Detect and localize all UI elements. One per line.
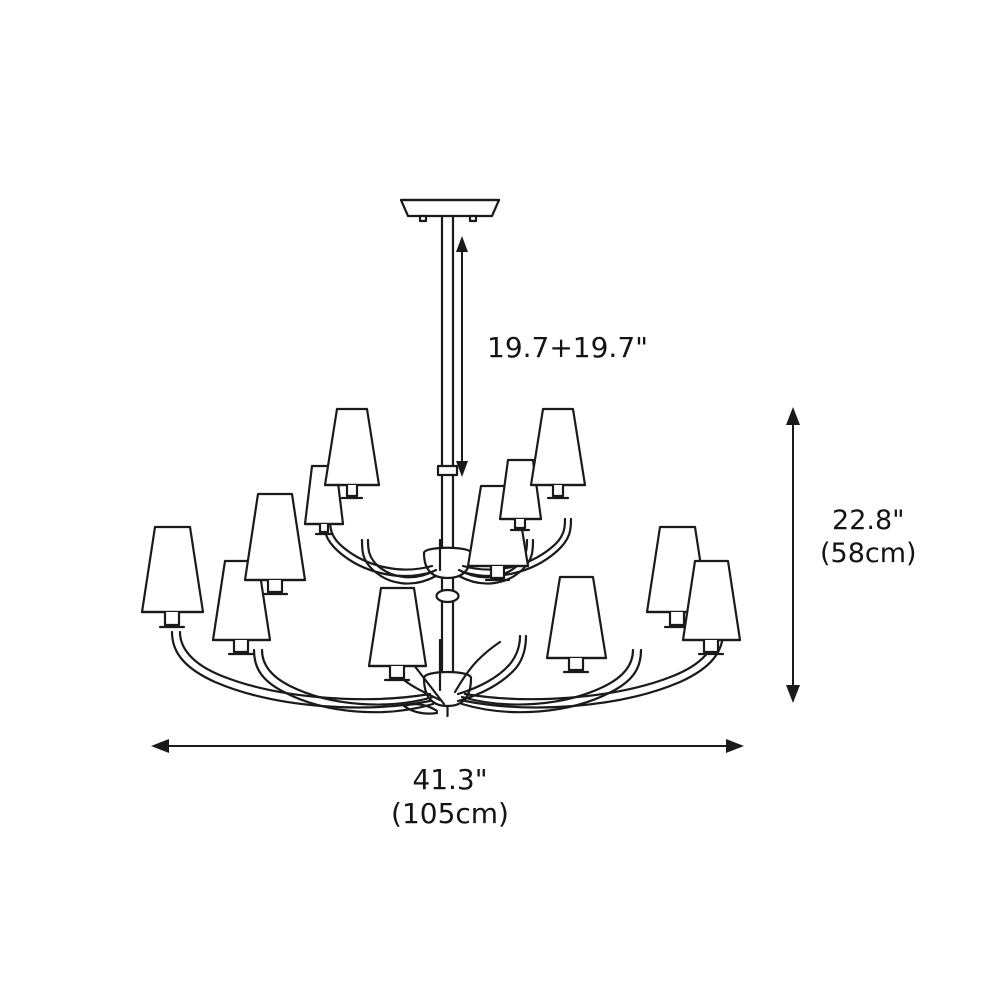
downrod bbox=[436, 214, 459, 558]
lamp-shade-upper-5 bbox=[529, 407, 587, 500]
width-dimension-label: 41.3" (105cm) bbox=[370, 763, 530, 831]
height-dimension-centimeters: (58cm) bbox=[820, 537, 917, 569]
lamp-shade-upper-4 bbox=[498, 458, 543, 532]
lamp-shade-lower-4 bbox=[367, 586, 428, 682]
drop-dimension-label: 19.7+19.7" bbox=[487, 331, 649, 364]
lamp-shade-lower-5 bbox=[545, 575, 608, 674]
lamp-shade-upper-2 bbox=[323, 407, 381, 500]
width-dimension-line bbox=[151, 739, 744, 753]
width-dimension-centimeters: (105cm) bbox=[391, 797, 509, 831]
height-dimension-inches: 22.8" bbox=[832, 505, 905, 536]
width-dimension-inches: 41.3" bbox=[412, 763, 488, 796]
lamp-shade-lower-1 bbox=[140, 525, 205, 629]
height-dimension-line bbox=[786, 407, 800, 703]
upper-hub bbox=[422, 546, 473, 682]
ceiling-canopy bbox=[399, 198, 501, 223]
drop-dimension-line bbox=[456, 236, 468, 477]
lamp-shade-lower-7 bbox=[681, 559, 742, 656]
height-dimension-label: 22.8" (58cm) bbox=[820, 505, 917, 571]
lamp-shade-lower-3 bbox=[243, 492, 307, 596]
